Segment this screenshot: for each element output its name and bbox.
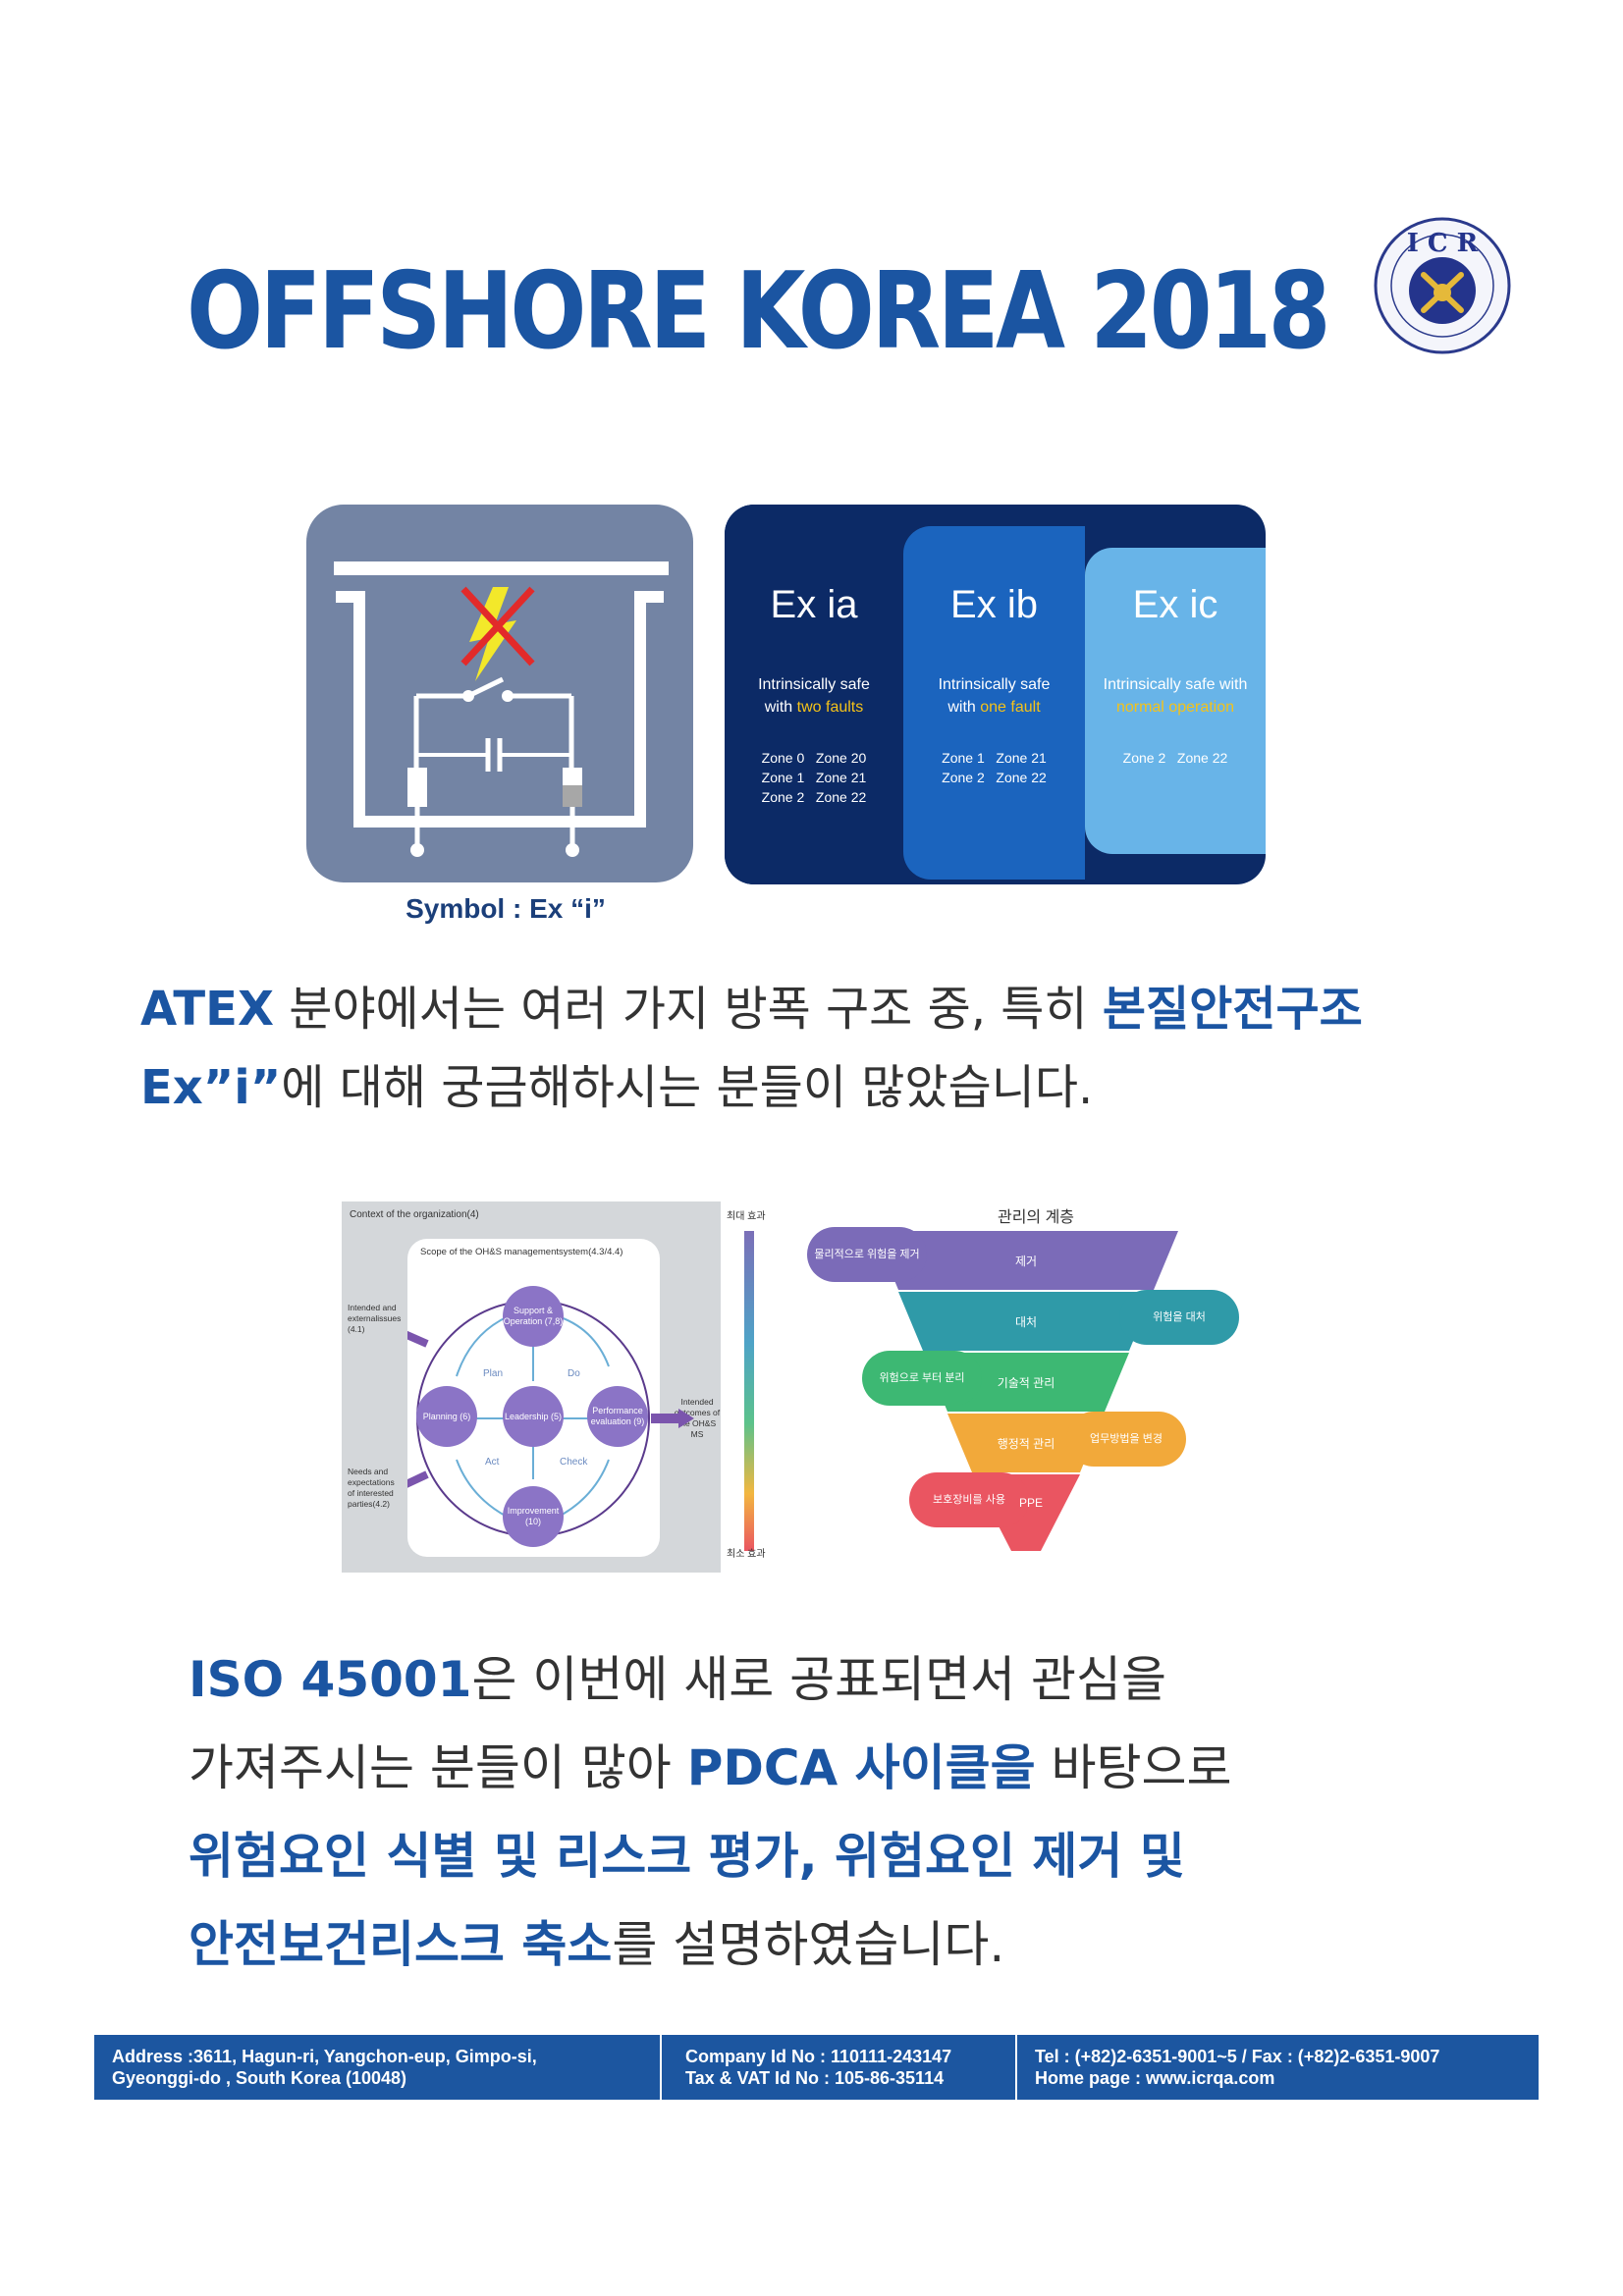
hierarchy-pill-2: 위험을 대처: [1119, 1290, 1239, 1345]
ohs-leadership-node: Leadership (5): [503, 1386, 564, 1447]
hierarchy-pill-5: 보호장비를 사용: [909, 1472, 1029, 1527]
hierarchy-title: 관리의 계층: [997, 1209, 1075, 1226]
hierarchy-pill-3: 위험으로 부터 분리: [862, 1351, 982, 1406]
ex-i-symbol: [306, 505, 693, 882]
ohs-check-label: Check: [560, 1457, 588, 1468]
ex-type-desc: Intrinsically safe with two faults: [758, 676, 870, 716]
hierarchy-level-3: 기술적 관리: [997, 1376, 1055, 1390]
hierarchy-level-4: 행정적 관리: [997, 1437, 1055, 1451]
hierarchy-pill-1: 물리적으로 위험을 제거: [807, 1227, 927, 1282]
ohs-needs-label: Needs and expectations of interested par…: [348, 1467, 395, 1509]
ohs-scope-label: Scope of the OH&S managementsystem(4.3/4…: [420, 1247, 623, 1257]
hierarchy-of-controls: 관리의 계층 물리적으로 위험을 제거 위험을 대처 위험으로 부터 분리 업무…: [805, 1201, 1247, 1575]
ohs-plan-label: Plan: [483, 1368, 504, 1379]
effect-max-label: 최대 효과: [727, 1211, 766, 1222]
ohs-act-label: Act: [485, 1457, 500, 1468]
iso-paragraph: ISO 45001은 이번에 새로 공표되면서 관심을 가져주시는 분들이 많아…: [189, 1651, 1232, 1973]
hierarchy-level-5: PPE: [1018, 1496, 1043, 1510]
hierarchy-pill-4: 업무방법을 변경: [1066, 1412, 1186, 1467]
ex-ib-column: Ex ib Intrinsically safe with one fault …: [903, 526, 1085, 880]
ohs-planning-node: Planning (6): [416, 1386, 477, 1447]
ex-type-name: Ex ic: [1132, 583, 1218, 626]
hierarchy-level-2: 대처: [1014, 1315, 1038, 1329]
ohs-context-label: Context of the organization(4): [350, 1209, 479, 1220]
effect-gradient-bar: [744, 1231, 754, 1551]
ex-type-zones: Zone 2 Zone 22: [1122, 750, 1228, 766]
ex-type-name: Ex ia: [770, 583, 858, 626]
ex-type-zones: Zone 0 Zone 20 Zone 1 Zone 21 Zone 2 Zon…: [761, 750, 867, 805]
ex-type-name: Ex ib: [950, 583, 1038, 626]
footer-divider: [660, 2035, 662, 2100]
ex-type-desc: Intrinsically safe with one fault: [938, 676, 1051, 716]
icr-logo: I C R: [1373, 216, 1512, 355]
ohs-do-label: Do: [568, 1368, 580, 1379]
logo-letters: I C R: [1407, 229, 1479, 258]
ex-ia-column: Ex ia Intrinsically safe with two faults…: [725, 505, 903, 884]
ex-type-desc: Intrinsically safe with normal operation: [1103, 676, 1248, 716]
footer-company-ids: Company Id No : 110111-243147 Tax & VAT …: [685, 2047, 952, 2088]
ohs-support-node: Support & Operation (7,8): [503, 1286, 564, 1347]
atex-paragraph: ATEX 분야에서는 여러 가지 방폭 구조 중, 특히 본질안전구조 Ex”i…: [140, 982, 1363, 1115]
page-title: OFFSHORE KOREA 2018: [187, 250, 1331, 373]
footer-contact: Tel : (+82)2-6351-9001~5 / Fax : (+82)2-…: [1035, 2047, 1440, 2088]
ex-types-panel: Ex ia Intrinsically safe with two faults…: [725, 505, 1266, 884]
symbol-caption: Symbol : Ex “i”: [406, 893, 606, 924]
ohs-improvement-node: Improvement (10): [503, 1486, 564, 1547]
effect-min-label: 최소 효과: [727, 1549, 766, 1560]
hierarchy-level-1: 제거: [1014, 1255, 1038, 1268]
footer-address: Address :3611, Hagun-ri, Yangchon-eup, G…: [112, 2047, 537, 2088]
ex-type-zones: Zone 1 Zone 21 Zone 2 Zone 22: [942, 750, 1047, 785]
footer-bar: Address :3611, Hagun-ri, Yangchon-eup, G…: [94, 2035, 1539, 2100]
ohs-issues-label: Intended and externalissues (4.1): [348, 1303, 402, 1334]
ohs-outcomes-label: Intended outcomes of the OH&S MS: [674, 1397, 721, 1439]
ex-ic-column: Ex ic Intrinsically safe with normal ope…: [1085, 548, 1266, 854]
ohs-performance-node: Performance evaluation (9): [587, 1386, 648, 1447]
footer-divider: [1015, 2035, 1017, 2100]
